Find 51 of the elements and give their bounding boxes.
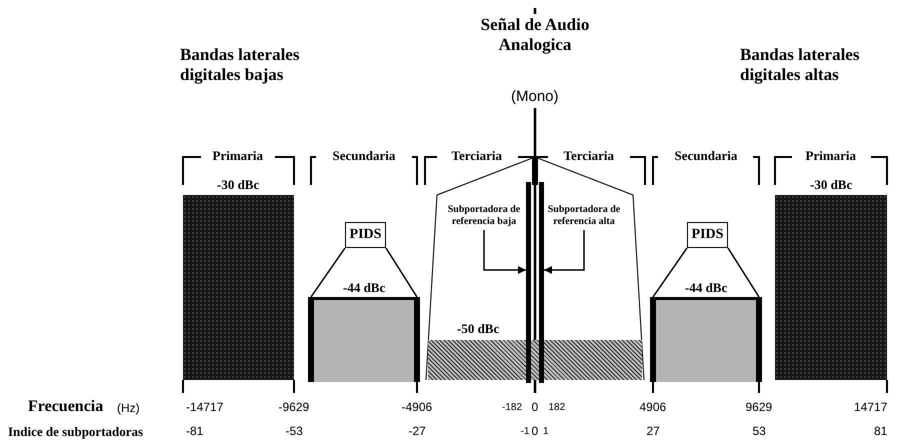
label-box: PIDS: [345, 222, 386, 248]
tick-label: 27: [646, 424, 660, 438]
zoom-line: [310, 248, 346, 298]
tick-label: 14717: [854, 400, 888, 414]
tick-label: 53: [752, 424, 766, 438]
band-name: Primaria: [806, 148, 856, 164]
tick-label: 4906: [640, 400, 666, 414]
tick-label: -81: [186, 424, 204, 438]
tick-label: -53: [286, 424, 303, 438]
tick-label: 9629: [746, 400, 772, 414]
tick-label: 182: [548, 402, 566, 413]
tick-label: 81: [874, 424, 888, 438]
power-level: -50 dBc: [457, 321, 500, 337]
tertiary-band: [428, 340, 642, 380]
band-name: Terciaria: [452, 148, 502, 164]
unit-label: (Hz): [117, 401, 140, 415]
zoom-line: [652, 248, 688, 298]
leader-arrow: [483, 230, 526, 274]
tick-label: -9629: [278, 400, 310, 414]
band-heading: Señal de Audio Analogica: [480, 15, 590, 55]
power-level: -44 dBc: [685, 280, 728, 296]
zoom-line: [385, 248, 418, 298]
tick-label: 1: [543, 426, 549, 437]
axis-label: Indice de subportadoras: [8, 424, 144, 440]
band-name: Secundaria: [674, 148, 738, 164]
tick-label: -14717: [186, 400, 224, 414]
power-level: -30 dBc: [217, 177, 260, 193]
callout-text: Subportadora de referencia baja: [443, 204, 525, 228]
tick-label: -1: [520, 426, 530, 437]
band-heading: Bandas laterales digitales bajas: [180, 45, 300, 85]
zoom-line: [727, 248, 760, 298]
tick-label: -4906: [402, 400, 432, 414]
primary-band: [183, 195, 294, 380]
primary-band: [775, 195, 887, 380]
band-heading: Bandas laterales digitales altas: [740, 45, 860, 85]
power-level: -44 dBc: [343, 280, 386, 296]
tick-label: 0: [532, 424, 538, 438]
tick-label: 0: [532, 400, 538, 414]
tick-label: -27: [408, 424, 426, 438]
axis-label: Frecuencia: [28, 398, 104, 416]
tick-label: -182: [502, 402, 522, 413]
band-name: Secundaria: [332, 148, 396, 164]
power-level: -30 dBc: [810, 177, 852, 193]
leader-arrow: [544, 230, 585, 274]
label-box: PIDS: [687, 222, 728, 248]
secondary-band: [308, 297, 420, 382]
band-name: Terciaria: [564, 148, 614, 164]
band-name: Primaria: [212, 148, 264, 164]
callout-text: Subportadora de referencia alta: [543, 204, 625, 228]
secondary-band: [650, 297, 762, 382]
mode-label: (Mono): [511, 88, 559, 105]
